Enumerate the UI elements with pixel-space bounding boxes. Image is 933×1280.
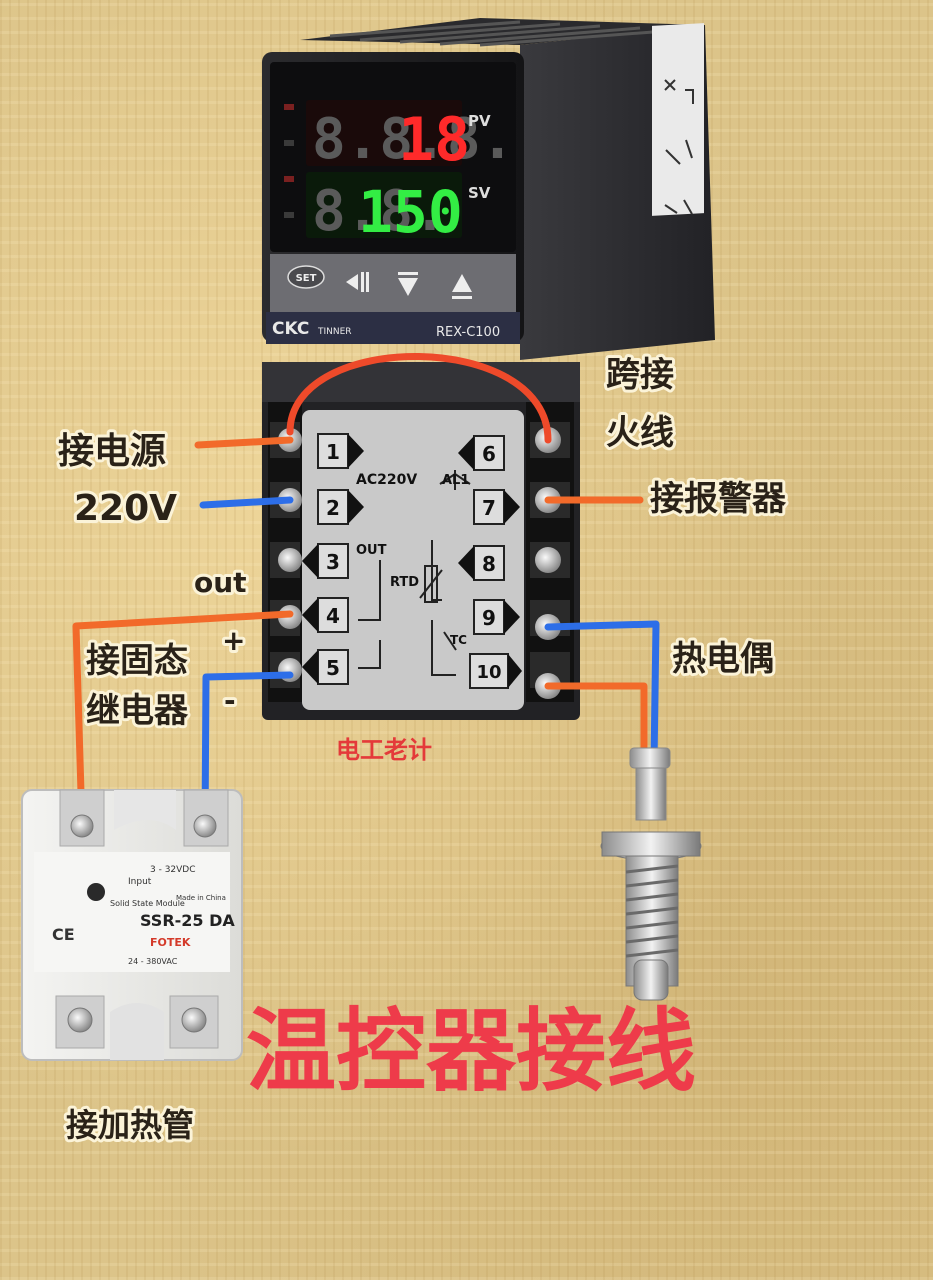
terminal-4: 4: [302, 597, 349, 633]
ssr-label-line2: 继电器: [86, 691, 189, 731]
up-button[interactable]: [452, 274, 472, 299]
sv-value: 150: [358, 178, 463, 246]
terminal-1-number: 1: [326, 440, 340, 464]
side-sticker: [652, 23, 704, 216]
out-terminal-label: OUT: [356, 543, 387, 558]
ac220v-label: AC220V: [356, 472, 417, 488]
shift-left-icon: [346, 274, 358, 290]
pv-display: [306, 100, 462, 166]
annotation-labels: 接电源 220V 跨接 火线 接报警器 out + - 接固态 继电器 热电偶 …: [55, 352, 790, 1147]
brand-name: CKC: [272, 319, 309, 339]
terminal-6: 6: [458, 435, 505, 471]
pv-value: 18: [398, 105, 470, 175]
sv-dim-digits: 8.8.: [312, 179, 447, 244]
terminal-9-number: 9: [482, 606, 496, 630]
terminal-3: 3: [302, 543, 349, 579]
ssr-sub: Solid State Module: [110, 899, 185, 908]
main-title: 温控器接线: [246, 999, 696, 1104]
alarm-label: 接报警器: [650, 479, 787, 519]
terminal-6-number: 6: [482, 442, 496, 466]
heater-label: 接加热管: [66, 1106, 194, 1144]
indicator-leds: [284, 104, 294, 218]
jumper-label-line2: 火线: [606, 413, 674, 453]
terminal-2: 2: [317, 489, 364, 525]
power-label: 接电源: [58, 431, 166, 472]
sv-label: SV: [468, 184, 491, 202]
thermocouple-blue-wire: [544, 620, 660, 766]
temperature-controller: 8.8.8. 18 PV 8.8. 150 SV SET CKC TINNER: [262, 18, 715, 360]
set-button[interactable]: SET: [287, 265, 325, 289]
ssr-label-line1: 接固态: [86, 641, 188, 681]
ssr-positive-wire: [72, 610, 294, 830]
rtd-symbol: [424, 565, 438, 603]
minus-label: -: [224, 684, 236, 717]
terminal-7: 7: [473, 489, 520, 525]
pv-label: PV: [468, 112, 491, 130]
sv-display: [306, 172, 462, 238]
set-button-label: SET: [296, 273, 317, 284]
ssr-model: SSR-25 DA: [140, 911, 235, 930]
solid-state-relay: Input 3 - 32VDC Solid State Module Made …: [21, 789, 243, 1061]
pv-dim-digits: 8.8.8.: [312, 107, 514, 172]
terminal-2-number: 2: [326, 496, 340, 520]
brand-sub: TINNER: [317, 327, 352, 337]
internal-schematic: [358, 470, 471, 676]
thermocouple-label: 热电偶: [672, 639, 774, 679]
ssr-ac-range: 24 - 380VAC: [128, 957, 178, 966]
jumper-wire: [286, 353, 552, 444]
shift-button[interactable]: [346, 272, 369, 292]
terminal-label-panel: [302, 410, 524, 710]
voltage-label: 220V: [74, 488, 177, 529]
terminal-10-number: 10: [476, 662, 501, 683]
power-neutral-wire: [199, 496, 294, 509]
terminal-1: 1: [317, 433, 364, 469]
rtd-terminal-label: RTD: [390, 575, 419, 590]
thermocouple-probe: [600, 747, 702, 1001]
terminal-5-number: 5: [326, 656, 340, 680]
ssr-input-label: Input: [128, 877, 152, 887]
terminal-10: 10: [469, 653, 522, 689]
down-arrow-icon: [398, 278, 418, 296]
terminal-block: 1 2 3 4 5 6 7: [262, 362, 580, 720]
ssr-made: Made in China: [176, 894, 226, 902]
terminal-8-number: 8: [482, 552, 496, 576]
alarm-terminal-label: AL1: [442, 473, 469, 488]
terminal-9: 9: [473, 599, 520, 635]
power-live-wire: [194, 436, 294, 449]
ssr-ce: CE: [52, 925, 75, 944]
wires: [72, 353, 660, 830]
terminal-8: 8: [458, 545, 505, 581]
terminal-3-number: 3: [326, 550, 340, 574]
thermocouple-orange-wire: [544, 682, 648, 768]
out-label: out: [194, 566, 247, 599]
plus-label: +: [222, 624, 245, 657]
down-button[interactable]: [398, 272, 418, 296]
tc-terminal-label: TC: [450, 633, 467, 647]
ssr-dc-range: 3 - 32VDC: [150, 865, 196, 875]
ssr-led: [87, 883, 105, 901]
jumper-label-line1: 跨接: [606, 355, 674, 395]
model-name: REX-C100: [436, 325, 500, 340]
terminal-4-number: 4: [326, 604, 340, 628]
up-arrow-icon: [452, 274, 472, 292]
ssr-negative-wire: [201, 671, 294, 830]
terminal-7-number: 7: [482, 496, 496, 520]
ssr-brand: FOTEK: [150, 936, 191, 949]
terminal-5: 5: [302, 649, 349, 685]
watermark-text: 电工老计: [336, 736, 432, 764]
